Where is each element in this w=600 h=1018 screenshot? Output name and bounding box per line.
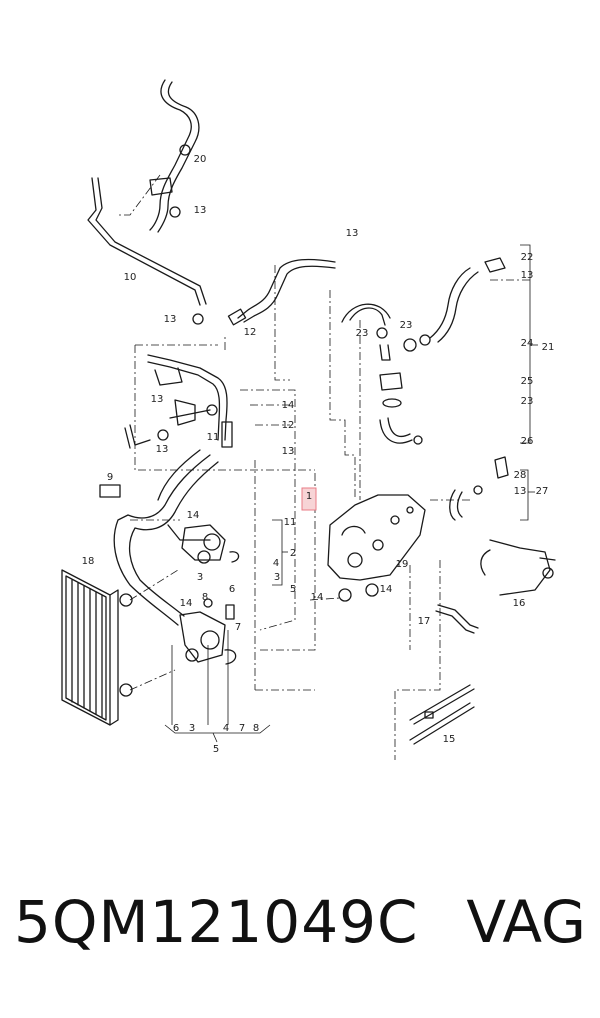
brand-text: VAG [466,888,586,956]
callout-label-6a: 6 [229,584,235,595]
radiator-18 [61,484,133,726]
callout-label-4a: 4 [273,558,279,569]
flange-2-lower [179,598,237,665]
callout-label-5b: 5 [213,744,219,755]
callout-label-23a: 23 [356,328,369,339]
callout-label-3c: 3 [189,723,195,734]
callout-label-14b: 14 [187,510,200,521]
hose-12-upper [227,258,336,326]
callout-label-3a: 3 [197,572,203,583]
callout-label-8b: 8 [253,723,259,734]
callout-label-12a: 12 [244,327,257,338]
highlight-box-1 [301,487,317,511]
coolant-pump-housing-19 [327,494,426,602]
callout-label-13e: 13 [151,394,164,405]
callout-label-7a: 7 [235,622,241,633]
pipe-10 [87,177,207,306]
callout-label-14a: 14 [282,400,295,411]
callout-label-13f: 13 [156,444,169,455]
callout-label-1: 1 [306,491,312,502]
hose-group-27 [449,456,509,521]
callout-label-4b: 4 [223,723,229,734]
callout-label-11b: 11 [284,517,297,528]
callout-label-11a: 11 [207,432,220,443]
callout-label-28: 28 [514,470,527,481]
callout-label-6b: 6 [173,723,179,734]
callout-label-10: 10 [124,272,137,283]
hose-20 [149,79,200,233]
callout-label-13c: 13 [346,228,359,239]
flange-2-upper [181,524,240,564]
callout-label-15: 15 [443,734,456,745]
callout-label-13b: 13 [164,314,177,325]
callout-label-13g: 13 [282,446,295,457]
callout-label-27: 27 [536,486,549,497]
pipe-16 [480,539,556,596]
callout-label-16: 16 [513,598,526,609]
callout-label-13d: 13 [521,270,534,281]
callout-label-13h: 13 [514,486,527,497]
callout-label-5a: 5 [290,584,296,595]
callout-label-8a: 8 [202,592,208,603]
callout-label-23c: 23 [521,396,534,407]
callout-label-18: 18 [82,556,95,567]
callout-label-14e: 14 [180,598,193,609]
footer-caption: 5QM121049C VAG [0,888,600,988]
callout-label-19: 19 [396,559,409,570]
callout-label-12b: 12 [282,420,295,431]
callout-label-26: 26 [521,436,534,447]
callout-label-14d: 14 [380,584,393,595]
hose-17 [435,604,479,634]
callout-label-20: 20 [194,154,207,165]
callout-label-21: 21 [542,342,555,353]
part-number-text: 5QM121049C [14,888,419,956]
callout-label-3b: 3 [274,572,280,583]
clamp-13-upper [169,206,204,325]
callout-label-23b: 23 [400,320,413,331]
hose-assembly-center [124,354,233,449]
callout-label-7b: 7 [239,723,245,734]
callout-label-17: 17 [418,616,431,627]
callout-label-13a: 13 [194,205,207,216]
callout-label-2: 2 [290,548,296,559]
callout-label-9: 9 [107,472,113,483]
callout-label-22: 22 [521,252,534,263]
callout-label-24: 24 [521,338,534,349]
callout-label-14c: 14 [311,592,324,603]
cooling-system-exploded-diagram: 2013101313221312232324212523261314111213… [61,79,556,760]
callout-label-25: 25 [521,376,534,387]
hose-group-21 [341,257,506,445]
radiator-hose-lower [113,449,219,626]
cable-tie-15 [409,684,475,745]
